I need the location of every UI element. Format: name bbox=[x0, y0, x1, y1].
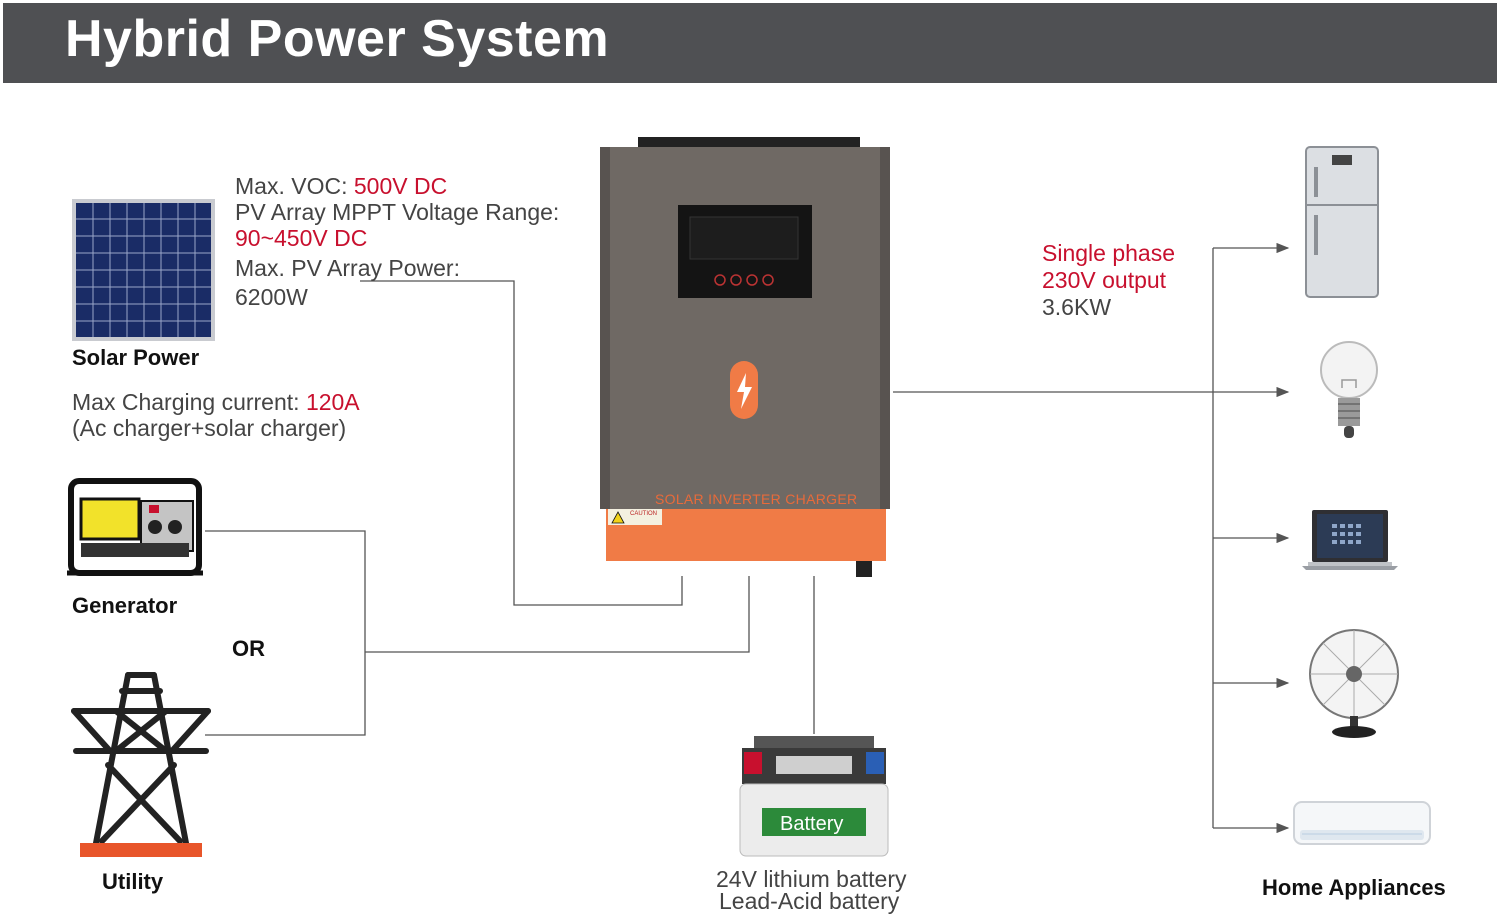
utility-tower-icon bbox=[71, 672, 211, 857]
output-power: 3.6KW bbox=[1042, 294, 1112, 320]
caution-label: CAUTION bbox=[630, 511, 657, 517]
solar-panel-icon bbox=[72, 199, 215, 341]
pv-power-label: Max. PV Array Power: bbox=[235, 255, 460, 281]
laptop-icon bbox=[1302, 510, 1398, 570]
inverter-icon bbox=[600, 137, 890, 577]
title-bar: Hybrid Power System bbox=[3, 3, 1497, 83]
inverter-label: SOLAR INVERTER CHARGER bbox=[655, 491, 858, 507]
ac-input-wire bbox=[365, 576, 750, 653]
fan-icon bbox=[1309, 629, 1399, 738]
solar-label: Solar Power bbox=[72, 345, 200, 370]
or-label: OR bbox=[232, 636, 265, 661]
output-voltage: 230V output bbox=[1042, 267, 1167, 293]
battery-label-2: Lead-Acid battery bbox=[719, 888, 900, 914]
battery-icon bbox=[739, 736, 889, 857]
page-title: Hybrid Power System bbox=[65, 10, 610, 68]
charging-note: (Ac charger+solar charger) bbox=[72, 415, 347, 441]
output-phase: Single phase bbox=[1042, 240, 1175, 266]
battery-badge: Battery bbox=[780, 813, 844, 835]
refrigerator-icon bbox=[1305, 146, 1379, 298]
pv-power-value: 6200W bbox=[235, 284, 308, 310]
generator-wire bbox=[205, 530, 366, 736]
mppt-value: 90~450V DC bbox=[235, 225, 368, 251]
charging-spec: Max Charging current: 120A bbox=[72, 389, 360, 415]
generator-label: Generator bbox=[72, 593, 178, 618]
generator-icon bbox=[67, 478, 203, 576]
voc-spec: Max. VOC: 500V DC bbox=[235, 173, 448, 199]
mppt-label: PV Array MPPT Voltage Range: bbox=[235, 199, 560, 225]
air-conditioner-icon bbox=[1293, 801, 1431, 845]
solar-wire bbox=[360, 280, 683, 606]
battery-label-1: 24V lithium battery bbox=[716, 866, 907, 892]
utility-label: Utility bbox=[102, 869, 164, 894]
appliances-label: Home Appliances bbox=[1262, 875, 1446, 900]
light-bulb-icon bbox=[1320, 341, 1378, 438]
